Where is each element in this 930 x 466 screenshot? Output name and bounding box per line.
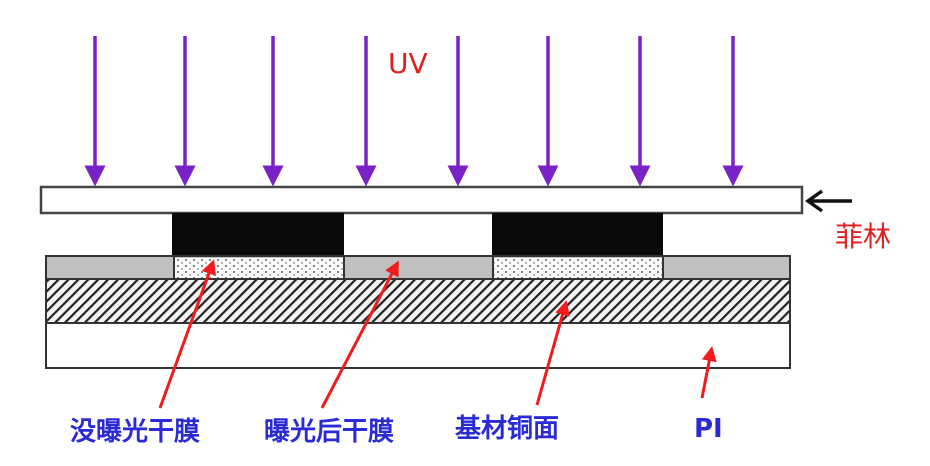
phototool-film (39, 185, 804, 215)
film-label: 菲林 (835, 220, 891, 253)
uv-arrows (84, 36, 744, 187)
unexposed-film-left (175, 258, 343, 278)
film-pointer-arrow-icon (804, 189, 852, 213)
label-exposed-dry-film: 曝光后干膜 (264, 417, 394, 447)
copper-layer (45, 278, 791, 324)
unexposed-film-right (494, 258, 662, 278)
mask-opaque-left (172, 213, 344, 256)
pointer-arrows (158, 259, 717, 409)
arrow-up-icon (158, 259, 216, 409)
arrow-up-icon (535, 300, 570, 406)
arrow-up-icon (320, 260, 399, 409)
mask-opaque-right (492, 213, 663, 256)
label-copper-surface: 基材铜面 (455, 414, 559, 444)
uv-label: UV (388, 47, 428, 80)
dry-film-layer (45, 255, 791, 280)
arrow-up-icon (700, 346, 717, 399)
label-pi: PI (694, 414, 723, 444)
label-unexposed-dry-film: 没曝光干膜 (70, 417, 200, 447)
pi-layer (45, 322, 791, 369)
